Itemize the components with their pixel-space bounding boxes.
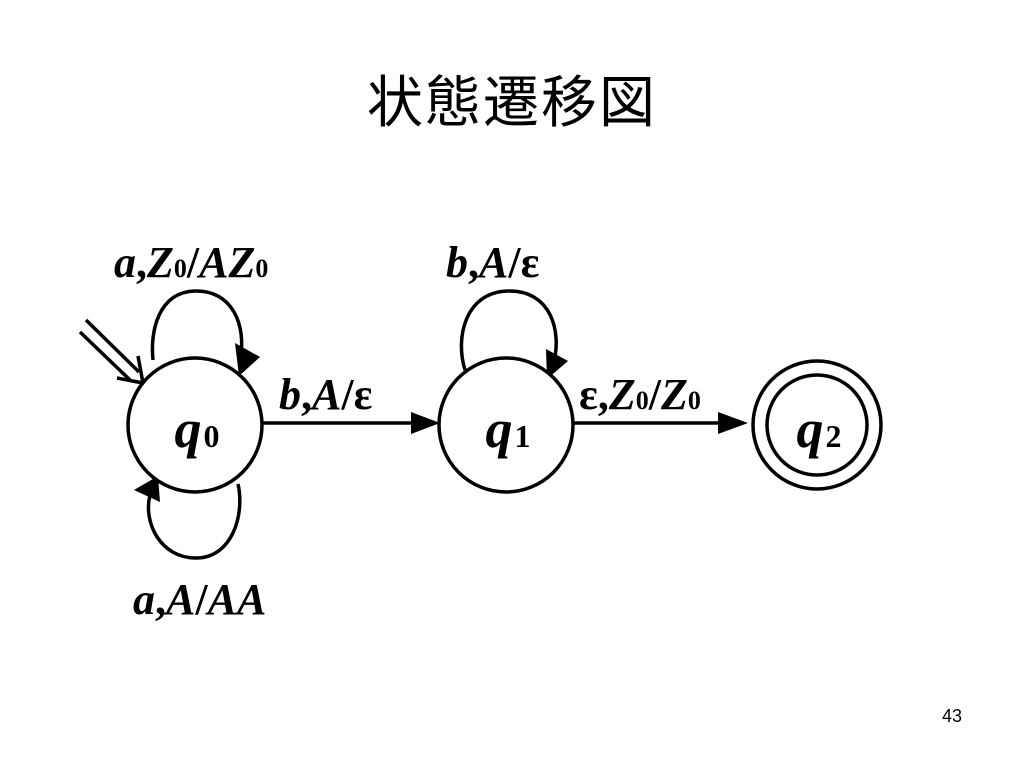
arrowhead [718, 412, 748, 434]
state-q0: q0 [126, 356, 264, 494]
arrowhead [235, 343, 260, 376]
arrowhead [411, 412, 440, 434]
edge-q0-to-q1 [262, 412, 440, 434]
q0-self-loop-bottom [134, 476, 242, 560]
edge-q1-to-q2 [574, 412, 748, 434]
state-q0-label: q0 [175, 399, 220, 459]
label-edge-q1-q2: ε,Z0/Z0 [579, 370, 701, 419]
q1-self-loop [459, 289, 568, 379]
label-q0-loop-top: a,Z0/AZ0 [114, 238, 268, 287]
q0-self-loop-top [150, 289, 260, 376]
state-q1: q1 [437, 356, 575, 494]
arrowhead [546, 349, 568, 379]
page-title: 状態遷移図 [367, 71, 657, 136]
label-edge-q0-q1: b,A/ε [279, 370, 372, 419]
state-q2-label: q2 [797, 399, 842, 459]
state-q1-label: q1 [486, 399, 531, 459]
label-q1-loop: b,A/ε [446, 238, 539, 287]
page-number: 43 [941, 706, 962, 726]
label-q0-loop-bottom: a,A/AA [133, 575, 266, 624]
state-q2-accepting: q2 [751, 359, 883, 491]
start-arrow [78, 318, 146, 386]
arrowhead [134, 476, 160, 502]
